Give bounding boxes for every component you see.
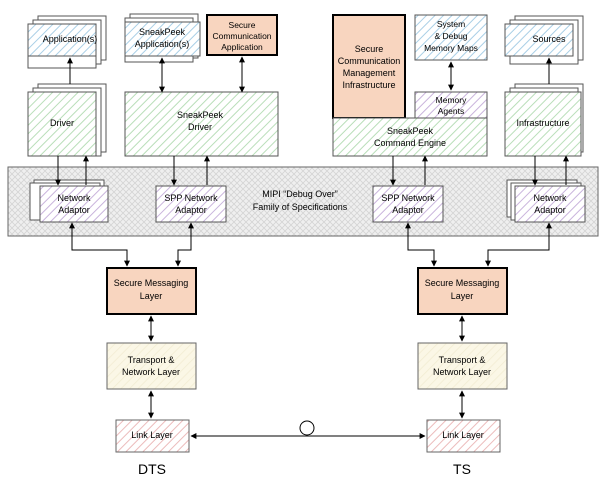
sneakpeek-applications-box: SneakPeek Application(s) xyxy=(124,13,201,63)
svg-text:Infrastructure: Infrastructure xyxy=(342,80,395,90)
svg-text:Adaptor: Adaptor xyxy=(175,205,207,215)
dts-label: DTS xyxy=(138,461,166,477)
svg-text:Adaptor: Adaptor xyxy=(392,205,424,215)
svg-text:SPP Network: SPP Network xyxy=(164,193,218,203)
svg-text:Secure Messaging: Secure Messaging xyxy=(425,278,500,288)
svg-text:Application(s): Application(s) xyxy=(43,34,98,44)
svg-text:Secure: Secure xyxy=(355,44,384,54)
svg-text:System: System xyxy=(437,19,465,29)
svg-text:SneakPeek: SneakPeek xyxy=(139,27,186,37)
svg-text:Network: Network xyxy=(533,193,567,203)
svg-text:Infrastructure: Infrastructure xyxy=(516,118,569,128)
svg-text:Layer: Layer xyxy=(451,291,474,301)
svg-text:SPP Network: SPP Network xyxy=(381,193,435,203)
svg-text:Communication: Communication xyxy=(212,31,271,41)
svg-text:Communication: Communication xyxy=(338,56,401,66)
svg-text:Network Layer: Network Layer xyxy=(433,367,491,377)
svg-text:SneakPeek: SneakPeek xyxy=(387,126,434,136)
ts-label: TS xyxy=(453,461,471,477)
mipi-label: Family of Specifications xyxy=(253,202,348,212)
svg-text:Adaptor: Adaptor xyxy=(58,205,90,215)
memory-agents-box: Memory Agents xyxy=(414,91,488,119)
svg-text:Secure: Secure xyxy=(229,20,256,30)
applications-box: Application(s) xyxy=(27,15,107,69)
svg-text:Layer: Layer xyxy=(140,291,163,301)
svg-text:Application: Application xyxy=(221,42,263,52)
right-network-adaptor-box: Network Adaptor xyxy=(506,179,586,223)
right-secure-messaging-box: Secure Messaging Layer xyxy=(417,267,508,315)
svg-text:Driver: Driver xyxy=(50,118,74,128)
svg-text:Network: Network xyxy=(57,193,91,203)
driver-box: Driver xyxy=(27,83,107,157)
svg-text:& Debug: & Debug xyxy=(434,31,467,41)
svg-text:Adaptor: Adaptor xyxy=(534,205,566,215)
svg-text:Application(s): Application(s) xyxy=(135,39,190,49)
secure-communication-management-infrastructure-box: Secure Communication Management Infrastr… xyxy=(332,14,406,119)
svg-text:Memory: Memory xyxy=(436,95,467,105)
svg-text:Secure Messaging: Secure Messaging xyxy=(114,278,189,288)
left-secure-messaging-box: Secure Messaging Layer xyxy=(106,267,197,315)
svg-text:Driver: Driver xyxy=(188,122,212,132)
svg-text:Network Layer: Network Layer xyxy=(122,367,180,377)
svg-text:Transport &: Transport & xyxy=(128,355,175,365)
svg-text:Management: Management xyxy=(343,68,396,78)
left-transport-network-box: Transport & Network Layer xyxy=(106,342,197,390)
link-medium-circle xyxy=(299,420,315,436)
svg-text:Agents: Agents xyxy=(438,106,464,116)
svg-text:SneakPeek: SneakPeek xyxy=(177,110,224,120)
sneakpeek-command-engine-box: SneakPeek Command Engine xyxy=(332,117,488,157)
svg-text:Link Layer: Link Layer xyxy=(442,430,484,440)
svg-text:Link Layer: Link Layer xyxy=(131,430,173,440)
svg-text:Memory Maps: Memory Maps xyxy=(424,43,478,53)
left-link-layer-box: Link Layer xyxy=(115,419,190,453)
mipi-label: MIPI “Debug Over” xyxy=(262,189,338,199)
infrastructure-box: Infrastructure xyxy=(504,83,584,157)
right-link-layer-box: Link Layer xyxy=(426,419,501,453)
secure-communication-application-box: Secure Communication Application xyxy=(206,14,278,56)
memory-maps-box: System & Debug Memory Maps xyxy=(414,14,488,61)
svg-text:Transport &: Transport & xyxy=(439,355,486,365)
svg-text:Command Engine: Command Engine xyxy=(374,138,446,148)
left-spp-network-adaptor-box: SPP Network Adaptor xyxy=(155,185,227,223)
connector-arrows xyxy=(55,56,569,439)
svg-text:Sources: Sources xyxy=(532,34,566,44)
sources-box: Sources xyxy=(504,15,584,65)
right-transport-network-box: Transport & Network Layer xyxy=(417,342,508,390)
left-network-adaptor-box: Network Adaptor xyxy=(29,179,109,223)
right-spp-network-adaptor-box: SPP Network Adaptor xyxy=(372,185,444,223)
sneakpeek-driver-box: SneakPeek Driver xyxy=(124,91,279,157)
